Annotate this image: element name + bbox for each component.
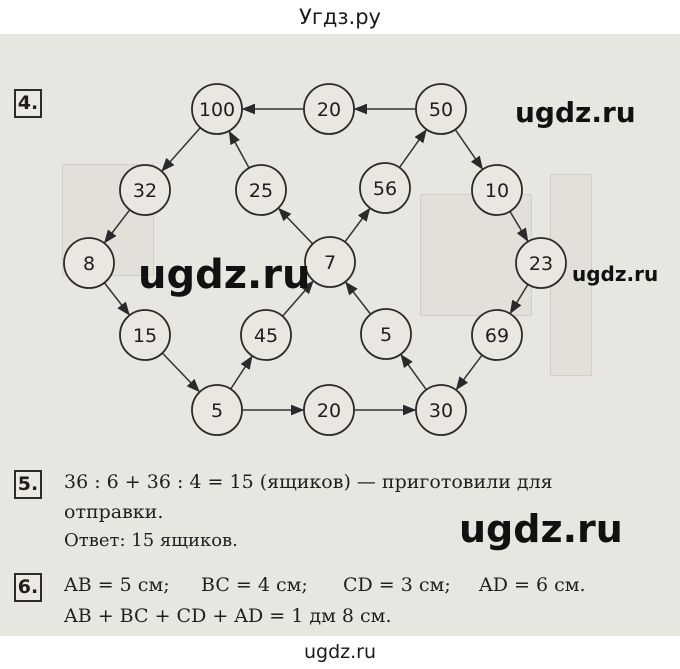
site-header: Угдз.ру <box>299 5 381 29</box>
watermark: ugdz.ru <box>138 252 311 298</box>
graph-node: 5 <box>360 308 412 360</box>
watermark: ugdz.ru <box>572 262 659 286</box>
node-circle <box>240 309 292 361</box>
task5-answer: Ответ: 15 ящиков. <box>64 530 238 551</box>
arrow-n5b-to-n7 <box>345 281 372 315</box>
node-circle <box>304 236 356 288</box>
arrow-n7-to-n56 <box>344 207 371 243</box>
arrow-n32-to-n8 <box>104 209 131 244</box>
node-label: 25 <box>249 180 273 202</box>
node-circle <box>415 384 467 436</box>
watermark: ugdz.ru <box>515 96 636 129</box>
node-label: 69 <box>485 325 509 347</box>
node-circle <box>471 309 523 361</box>
node-label: 8 <box>83 253 95 275</box>
graph-node: 8 <box>63 237 115 289</box>
site-footer: ugdz.ru <box>303 641 377 663</box>
node-label: 50 <box>429 99 453 121</box>
arrow-n23-to-n69 <box>509 283 529 314</box>
node-circle <box>119 164 171 216</box>
node-label: 45 <box>254 325 278 347</box>
node-circle <box>515 237 567 289</box>
task6-ab-length: AB = 5 см; <box>64 574 170 596</box>
node-label: 20 <box>317 99 341 121</box>
graph-node: 45 <box>240 309 292 361</box>
task5-solution-continuation: отправки. <box>64 501 164 523</box>
arrow-n7-to-n25 <box>278 207 314 245</box>
arrow-n50-to-n10 <box>454 129 483 170</box>
node-circle <box>359 162 411 214</box>
node-circle <box>303 384 355 436</box>
graph-node: 25 <box>235 164 287 216</box>
node-label: 56 <box>373 178 397 200</box>
arrow-n30-to-n5b <box>400 353 427 391</box>
node-label: 10 <box>485 180 509 202</box>
graph-node: 56 <box>359 162 411 214</box>
task-number-6: 6. <box>14 573 42 602</box>
task6-cd-length: CD = 3 см; <box>343 574 451 596</box>
graph-node: 23 <box>515 237 567 289</box>
textbook-page: 100 20 50 32 25 56 10 8 7 23 15 45 5 69 5 20 30 4. 5. 36… <box>0 34 680 636</box>
number-graph: 100 20 50 32 25 56 10 8 7 23 15 45 5 69 5 20 30 <box>63 83 567 436</box>
task-number-4: 4. <box>14 89 42 118</box>
graph-node: 10 <box>471 164 523 216</box>
node-label: 7 <box>324 252 336 274</box>
arrow-n100-to-n32 <box>161 127 201 172</box>
node-circle <box>191 83 243 135</box>
arrow-n25-to-n100 <box>228 130 250 169</box>
node-circle <box>471 164 523 216</box>
arrow-n15-to-n5a <box>161 352 200 393</box>
node-circle <box>303 83 355 135</box>
graph-node: 15 <box>119 309 171 361</box>
arrow-n45-to-n7 <box>281 280 314 317</box>
node-label: 5 <box>211 400 223 422</box>
graph-node: 100 <box>191 83 243 135</box>
graph-node: 5 <box>191 384 243 436</box>
node-circle <box>191 384 243 436</box>
arrow-n5a-to-n45 <box>230 355 253 390</box>
graph-node: 30 <box>415 384 467 436</box>
task6-bc-length: BC = 4 см; <box>201 574 308 596</box>
node-label: 30 <box>429 400 453 422</box>
task6-perimeter-sum: AB + BC + CD + AD = 1 дм 8 см. <box>64 605 392 627</box>
bleed-through-box <box>420 194 532 316</box>
node-label: 5 <box>380 324 392 346</box>
arrow-n56-to-n50 <box>398 129 427 169</box>
arrow-n10-to-n23 <box>509 211 529 242</box>
watermark: ugdz.ru <box>459 507 623 551</box>
graph-node: 69 <box>471 309 523 361</box>
node-label: 15 <box>133 325 157 347</box>
node-label: 32 <box>133 180 157 202</box>
graph-node: 32 <box>119 164 171 216</box>
task6-ad-length: AD = 6 см. <box>479 574 586 596</box>
node-circle <box>235 164 287 216</box>
node-label: 20 <box>317 400 341 422</box>
arrow-n8-to-n15 <box>103 282 130 316</box>
graph-node: 7 <box>304 236 356 288</box>
node-circle <box>119 309 171 361</box>
graph-node: 50 <box>415 83 467 135</box>
node-circle <box>360 308 412 360</box>
node-circle <box>63 237 115 289</box>
graph-node: 20 <box>303 83 355 135</box>
node-label: 23 <box>529 253 553 275</box>
node-circle <box>415 83 467 135</box>
node-label: 100 <box>199 99 235 121</box>
task-number-5: 5. <box>14 470 42 499</box>
arrow-n69-to-n30 <box>455 354 483 391</box>
graph-node: 20 <box>303 384 355 436</box>
task5-solution-line: 36 : 6 + 36 : 4 = 15 (ящиков) — приготов… <box>64 471 553 493</box>
